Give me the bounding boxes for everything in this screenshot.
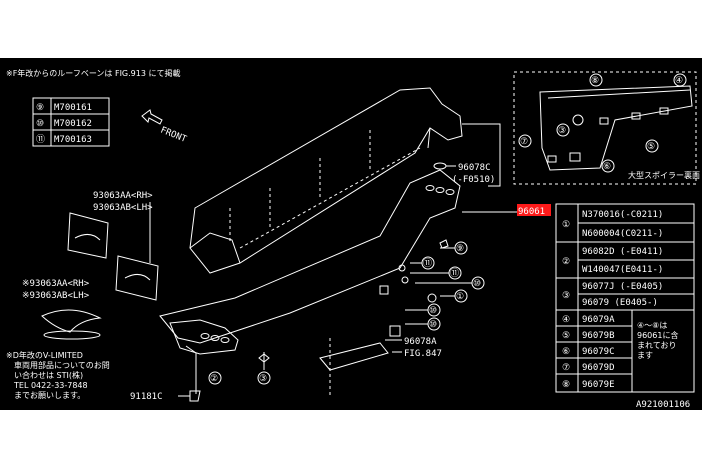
callout-11b-text: ⑪: [450, 268, 459, 279]
vlimited-line-5: までお願いします。: [14, 391, 85, 400]
vlimited-line-2: 車両用部品についてのお問: [14, 360, 110, 370]
callout-10b-text: ⑩: [429, 306, 437, 316]
label-91181c[interactable]: 91181C: [130, 392, 163, 402]
inset-callout-5: ⑤: [647, 142, 655, 152]
inset-detail: ⑧ ④ ⑦ ③ ⑤ ⑥ 大型スポイラー裏面: [513, 71, 700, 185]
parts-diagram: ※F年改からのルーフベーンは FIG.913 にて掲載 ⑨ M700161 ⑩ …: [0, 58, 702, 410]
decal-rh-icon: [67, 212, 109, 259]
inset-callout-7: ⑦: [520, 137, 528, 147]
row-key-8: ⑧: [562, 380, 570, 390]
callout-9-text: ⑨: [456, 244, 464, 254]
callout-1-text: ①: [456, 292, 464, 302]
row-key-7: ⑦: [562, 363, 570, 373]
sti-logo: [41, 309, 102, 340]
part-m700163[interactable]: M700163: [54, 135, 92, 145]
clip-96078c-icon: [433, 162, 447, 170]
part-96082d[interactable]: 96082D (-E0411): [582, 247, 663, 257]
callout-9: [454, 241, 468, 255]
bracket-icon: [319, 342, 389, 371]
label-fig847[interactable]: FIG.847: [404, 349, 442, 359]
parts-table: ① N370016(-C0211) N600004(C0211-) ② 9608…: [555, 203, 695, 393]
circled-num-11: ⑪: [36, 134, 45, 145]
part-96079e[interactable]: 96079E: [582, 380, 615, 390]
circled-num-10: ⑩: [36, 119, 44, 129]
part-n370016[interactable]: N370016(-C0211): [582, 210, 663, 220]
part-96079c[interactable]: 96079C: [582, 347, 615, 357]
lower-spoiler: [159, 169, 461, 355]
row-key-1: ①: [562, 220, 570, 230]
callout-group: ⑨ ⑪ ⑪ ⑩ ① ⑩ ⑩: [405, 241, 485, 331]
row-key-2: ②: [562, 257, 570, 267]
header-note: ※F年改からのルーフベーンは FIG.913 にて掲載: [6, 68, 180, 78]
circled-number-table: ⑨ M700161 ⑩ M700162 ⑪ M700163: [32, 97, 110, 147]
vlimited-line-1: ※D年改のV-LIMITED: [6, 350, 83, 360]
vlimited-line-3: い合わせは STI(株): [14, 370, 83, 380]
inset-callout-6: ⑥: [603, 162, 611, 172]
part-m700161[interactable]: M700161: [54, 103, 92, 113]
part-96079b[interactable]: 96079B: [582, 331, 615, 341]
row-key-6: ⑥: [562, 347, 570, 357]
label-93063ab-lh-note[interactable]: ※93063AB<LH>: [22, 291, 90, 301]
part-n600004[interactable]: N600004(C0211-): [582, 229, 663, 239]
part-w140047[interactable]: W140047(E0411-): [582, 265, 663, 275]
doc-code: A921001106: [636, 400, 690, 410]
row-key-4: ④: [562, 315, 570, 325]
nut-icon-2: [398, 264, 406, 272]
nut-icon: [439, 239, 449, 249]
callout-3-text: ③: [259, 374, 267, 384]
callout-10a-text: ⑩: [473, 279, 481, 289]
label-96078a[interactable]: 96078A: [404, 337, 437, 347]
inset-callout-8: ⑧: [591, 76, 599, 86]
part-96079[interactable]: 96079 (E0405-): [582, 298, 658, 308]
side-note-4: ます: [637, 351, 653, 360]
callout-11-text: ⑪: [423, 258, 432, 269]
part-m700162[interactable]: M700162: [54, 119, 92, 129]
circled-num-9: ⑨: [36, 103, 44, 113]
inset-callout-4: ④: [675, 76, 683, 86]
label-93063aa-rh[interactable]: 93063AA<RH>: [93, 191, 153, 201]
label-93063ab-lh[interactable]: 93063AB<LH>: [93, 203, 153, 213]
front-label: FRONT: [159, 126, 188, 146]
side-note-2: 96061に含: [637, 330, 678, 340]
callout-10c-text: ⑩: [429, 320, 437, 330]
front-arrow-icon: FRONT: [141, 109, 188, 146]
callout-2-text: ②: [210, 374, 218, 384]
side-note-3: まれており: [637, 341, 677, 350]
inset-caption: 大型スポイラー裏面: [628, 170, 700, 180]
vlimited-line-4: TEL 0422-33-7848: [13, 381, 88, 390]
label-96078c[interactable]: 96078C: [458, 163, 491, 173]
part-96079a[interactable]: 96079A: [582, 315, 615, 325]
inset-callout-3: ③: [558, 126, 566, 136]
row-key-3: ③: [562, 291, 570, 301]
label-93063aa-rh-note[interactable]: ※93063AA<RH>: [22, 279, 90, 289]
screw-91181c-icon: [189, 390, 201, 402]
upper-spoiler: [189, 87, 463, 274]
highlight-96061: [517, 204, 551, 216]
part-96079d[interactable]: 96079D: [582, 363, 615, 373]
label-96061[interactable]: 96061: [518, 207, 545, 217]
side-note-1: ④～⑧は: [637, 321, 667, 330]
row-key-5: ⑤: [562, 331, 570, 341]
vlimited-note: ※D年改のV-LIMITED 車両用部品についてのお問 い合わせは STI(株)…: [6, 350, 110, 400]
decal-lh-icon: [115, 255, 159, 301]
label-96078c-range: (-F0510): [452, 175, 495, 185]
diagram-canvas: ※F年改からのルーフベーンは FIG.913 にて掲載 ⑨ M700161 ⑩ …: [6, 68, 700, 410]
clip-icon: [379, 285, 389, 295]
part-96077j[interactable]: 96077J (-E0405): [582, 282, 663, 292]
